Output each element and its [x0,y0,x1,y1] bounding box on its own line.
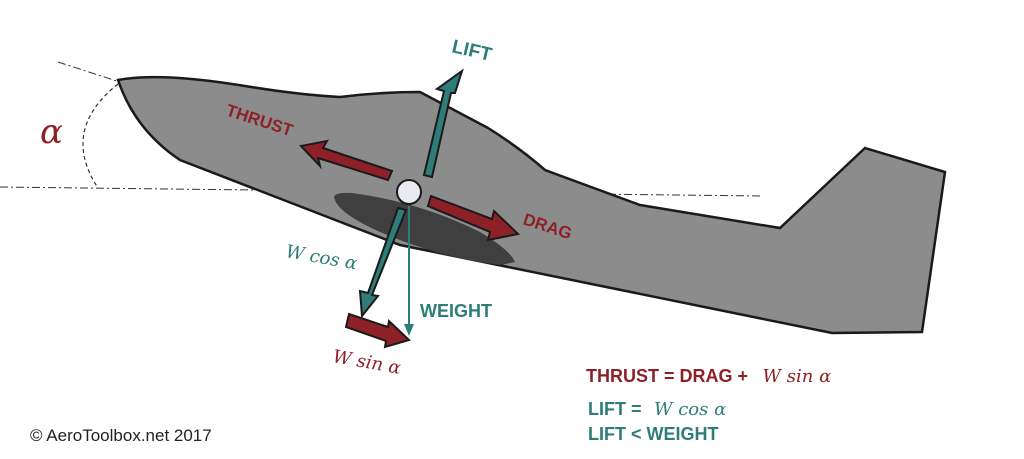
weight-label: WEIGHT [420,301,492,321]
w-sin-arrow [344,312,411,349]
lift-equation: LIFT = W cos α [588,399,726,420]
lift-equation-math: W cos α [654,399,726,420]
center-of-gravity-marker [396,179,422,205]
w-cos-label: W cos α [284,241,359,274]
lift-label: LIFT [450,36,494,66]
thrust-equation: THRUST = DRAG + W sin α [586,366,831,387]
thrust-equation-prefix: THRUST = DRAG + [586,366,748,386]
w-sin-label: W sin α [331,346,402,379]
wing-shape [334,192,515,265]
lift-equation-prefix: LIFT = [588,399,642,419]
lift-weight-equation: LIFT < WEIGHT [588,424,719,444]
w-cos-arrow [358,206,408,319]
copyright-text: © AeroToolbox.net 2017 [30,426,212,445]
thrust-equation-math: W sin α [763,366,832,387]
alpha-label: α [40,112,63,152]
weight-arrow-head [404,324,414,336]
angle-of-attack-arc [82,83,119,189]
drag-arrow [426,194,521,242]
lift-arrow [422,68,464,179]
thrust-arrow [299,139,394,182]
